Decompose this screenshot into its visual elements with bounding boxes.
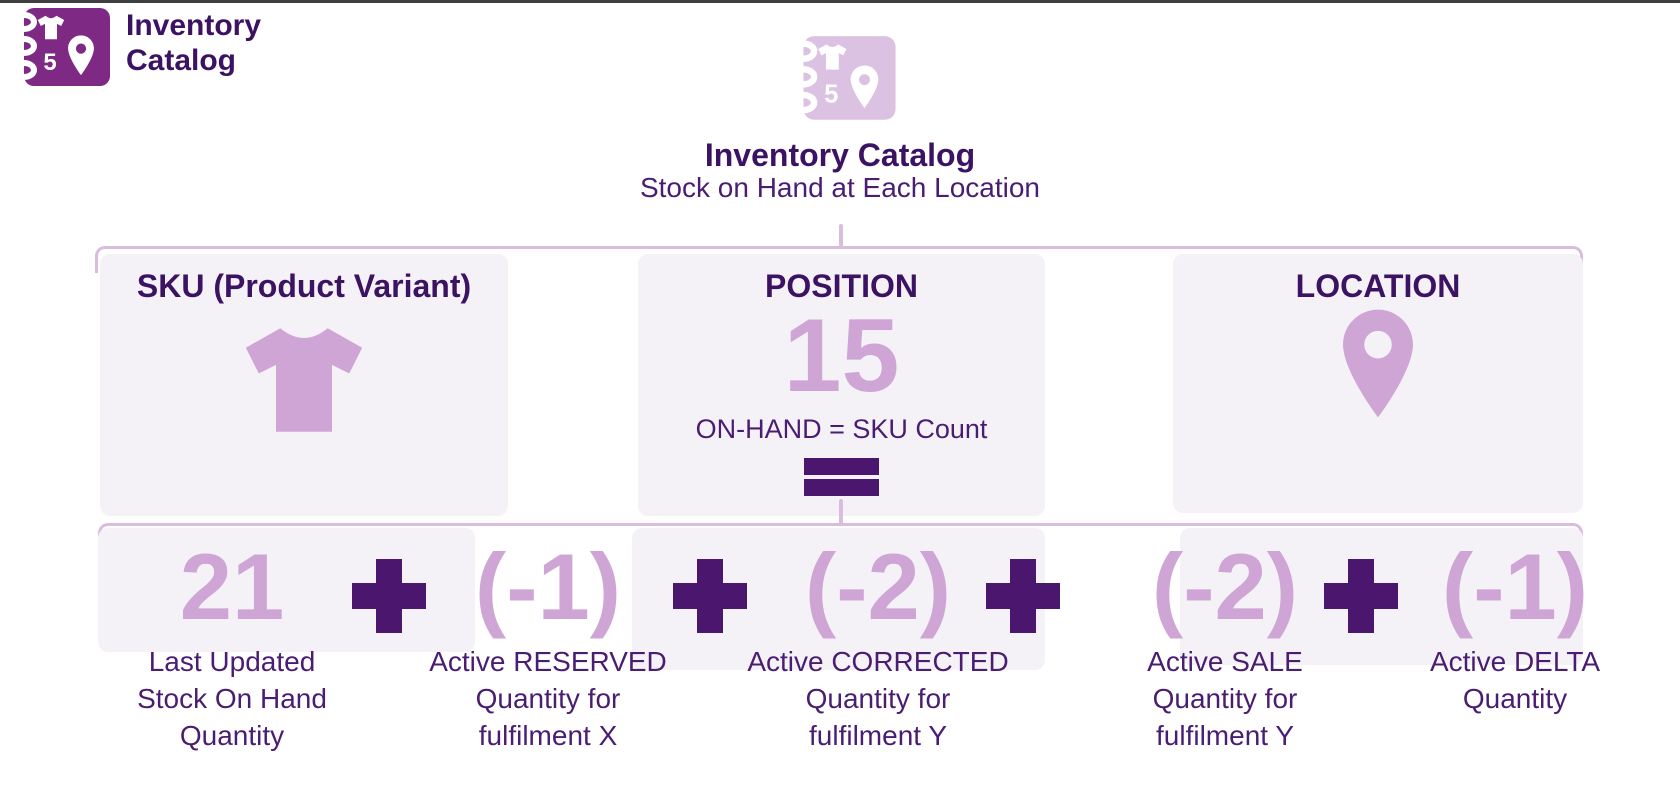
equation-term: (-1) Active DELTA Quantity	[1345, 534, 1680, 717]
equation-term: (-2) Active CORRECTED Quantity for fulfi…	[708, 534, 1048, 754]
term-value: (-2)	[804, 534, 952, 639]
equation-term: (-2) Active SALE Quantity for fulfilment…	[1055, 534, 1395, 754]
equation-term: 21 Last Updated Stock On Hand Quantity	[62, 534, 402, 754]
location-pin-icon	[850, 65, 879, 109]
position-value: 15	[783, 298, 900, 414]
term-value: 21	[179, 534, 285, 639]
location-pin-icon	[1343, 309, 1413, 418]
term-value: (-2)	[1151, 534, 1299, 639]
plus-icon	[1324, 559, 1398, 633]
location-heading: LOCATION	[1295, 268, 1461, 304]
hero-subtitle: Stock on Hand at Each Location	[639, 172, 1041, 203]
tshirt-icon	[818, 44, 847, 70]
plus-icon	[986, 559, 1060, 633]
equation-term: (-1) Active RESERVED Quantity for fulfil…	[378, 534, 718, 754]
inventory-catalog-app-icon: 5	[11, 8, 110, 86]
hero-title: Inventory Catalog	[704, 137, 976, 173]
tshirt-icon	[37, 15, 65, 40]
term-value: (-1)	[474, 534, 622, 639]
plus-icon	[673, 559, 747, 633]
term-label: Active DELTA Quantity	[1429, 646, 1601, 714]
equals-icon	[804, 458, 879, 500]
inventory-catalog-hero-icon: 5	[789, 36, 896, 120]
term-label: Last Updated Stock On Hand Quantity	[137, 646, 327, 751]
icon-badge: 5	[824, 81, 838, 109]
sku-heading: SKU (Product Variant)	[136, 268, 472, 304]
app-title: Inventory Catalog	[126, 9, 262, 77]
position-box: POSITION 15 ON-HAND = SKU Count	[638, 254, 1045, 516]
position-heading: POSITION	[765, 268, 918, 304]
position-caption: ON-HAND = SKU Count	[695, 414, 988, 444]
term-label: Active CORRECTED Quantity for fulfilment…	[747, 646, 1009, 751]
term-value: (-1)	[1441, 534, 1589, 639]
sku-box: SKU (Product Variant)	[100, 254, 508, 516]
term-label: Active RESERVED Quantity for fulfilment …	[429, 646, 667, 751]
tshirt-icon	[245, 328, 363, 432]
window-top-bar	[0, 0, 1680, 3]
location-box: LOCATION	[1173, 254, 1583, 513]
icon-badge: 5	[43, 49, 56, 76]
equals-connector-line	[839, 499, 843, 525]
term-label: Active SALE Quantity for fulfilment Y	[1147, 646, 1303, 751]
brace-top-tick	[839, 224, 843, 248]
plus-icon	[352, 559, 426, 633]
app-brand: 5 Inventory Catalog	[8, 6, 316, 90]
location-pin-icon	[68, 35, 94, 76]
